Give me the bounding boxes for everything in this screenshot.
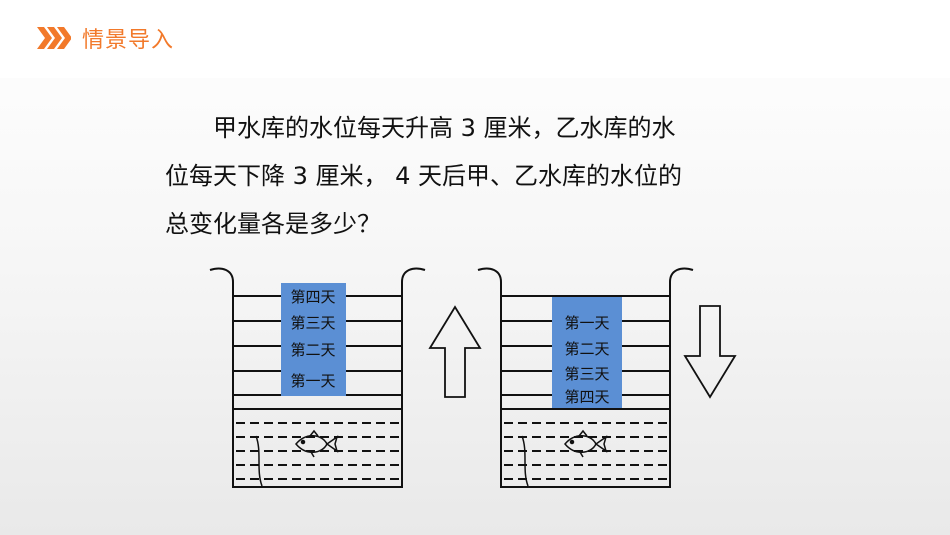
label-b-day3: 第三天 [564, 365, 609, 383]
double-chevron-right-icon [37, 27, 71, 49]
label-a-day3: 第三天 [290, 314, 335, 332]
reservoir-b-labels: 第一天 第二天 第三天 第四天 [552, 297, 622, 408]
up-arrow-icon [428, 305, 482, 398]
label-a-day4: 第四天 [290, 288, 335, 306]
reservoir-a-labels: 第四天 第三天 第二天 第一天 [281, 283, 346, 396]
label-a-day1: 第一天 [290, 372, 335, 390]
page-title: 情景导入 [82, 28, 175, 53]
fish-icon [295, 429, 339, 458]
label-b-day1: 第一天 [564, 314, 609, 332]
label-b-day4: 第四天 [564, 388, 609, 406]
problem-line-1: 甲水库的水位每天升高 3 厘米，乙水库的水 [213, 114, 676, 142]
header-bar: 情景导入 [0, 0, 950, 78]
label-a-day2: 第二天 [290, 341, 335, 359]
down-arrow-icon [683, 305, 737, 399]
label-b-day2: 第二天 [564, 340, 609, 358]
problem-line-2: 位每天下降 3 厘米， 4 天后甲、乙水库的水位的 [165, 162, 683, 190]
problem-text: 甲水库的水位每天升高 3 厘米，乙水库的水 位每天下降 3 厘米， 4 天后甲、… [165, 104, 765, 248]
problem-line-3: 总变化量各是多少？ [165, 210, 381, 238]
fish-icon [564, 429, 608, 458]
